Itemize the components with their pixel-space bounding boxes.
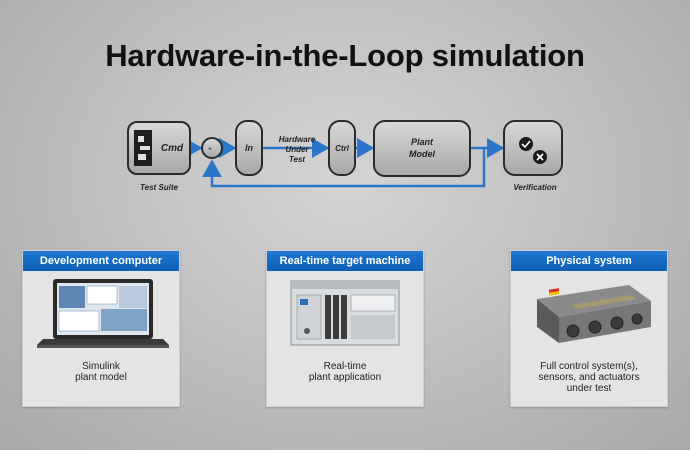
hil-block-diagram: Cmd Test Suite + In Hardware Under Test …	[127, 120, 563, 192]
sum-junction: +	[201, 137, 223, 159]
card-description: Simulink plant model	[29, 361, 173, 383]
card-header: Development computer	[23, 251, 179, 271]
card-line-2: plant model	[75, 372, 127, 383]
in-label: In	[245, 143, 254, 153]
sum-sign: +	[208, 146, 212, 153]
hut-label-2: Under	[285, 145, 309, 154]
card-line-2: plant application	[308, 372, 382, 383]
card-line-2: sensors, and actuators	[538, 372, 640, 383]
card-development-computer: Development computer Simulink plant mode…	[22, 250, 180, 407]
test-suite-icon	[138, 136, 150, 160]
hut-label-3: Test	[289, 155, 305, 164]
card-line-1: Simulink	[82, 361, 120, 372]
card-description: Full control system(s), sensors, and act…	[517, 361, 661, 394]
cmd-label: Cmd	[161, 143, 184, 154]
card-header: Physical system	[511, 251, 667, 271]
card-description: Real-time plant application	[273, 361, 417, 383]
card-line-1: Full control system(s),	[540, 361, 638, 372]
in-block: In	[235, 120, 263, 176]
card-physical-system: Physical system Full control system(s), …	[510, 250, 668, 407]
card-line-3: under test	[566, 383, 612, 394]
card-real-time-target: Real-time target machine Real-time plant…	[266, 250, 424, 407]
target-machine-image	[290, 280, 400, 346]
card-header: Real-time target machine	[267, 251, 423, 271]
verification-label: Verification	[513, 183, 556, 192]
ctrl-label: Ctrl	[335, 144, 350, 153]
page-title: Hardware-in-the-Loop simulation	[105, 38, 585, 73]
plant-label-2: Model	[409, 149, 435, 159]
test-suite-block: Cmd	[127, 121, 191, 175]
hut-label-1: Hardware	[279, 135, 316, 144]
signal-lines	[185, 138, 505, 188]
cross-icon	[533, 150, 547, 164]
verification-block	[503, 120, 563, 176]
card-line-1: Real-time	[323, 361, 367, 372]
laptop-image	[37, 279, 169, 348]
test-suite-label: Test Suite	[140, 183, 178, 192]
plant-model-block: Plant Model	[373, 120, 471, 177]
check-icon	[519, 137, 533, 151]
physical-system-image	[537, 285, 651, 343]
ctrl-block: Ctrl	[328, 120, 356, 176]
plant-label-1: Plant	[411, 137, 434, 147]
